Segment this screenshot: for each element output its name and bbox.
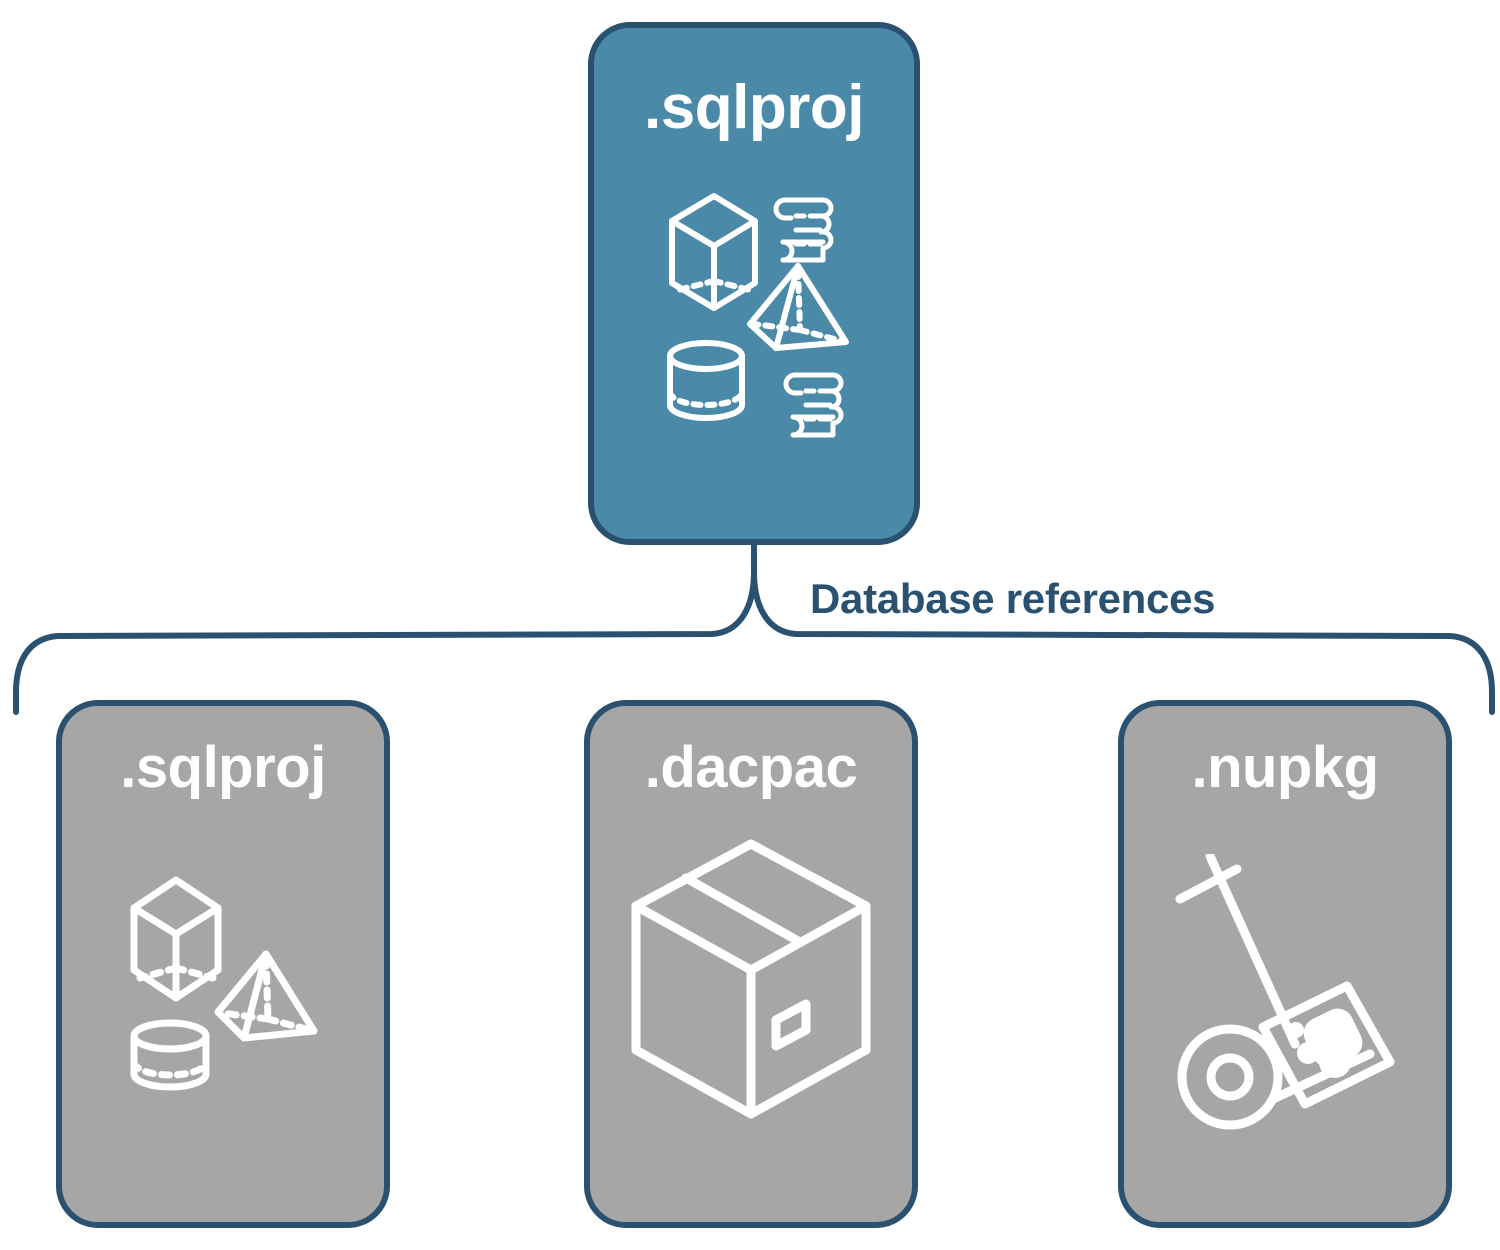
child-card-nupkg-title: .nupkg bbox=[1191, 735, 1379, 800]
child-card-sqlproj-title: .sqlproj bbox=[120, 735, 326, 800]
hand-truck-package-icon bbox=[1155, 851, 1415, 1134]
child-card-nupkg[interactable]: .nupkg bbox=[1118, 700, 1452, 1228]
child-card-dacpac[interactable]: .dacpac bbox=[584, 700, 918, 1228]
bracket-label-database-references: Database references bbox=[810, 575, 1216, 622]
database-objects-icon bbox=[118, 866, 328, 1096]
root-card-title: .sqlproj bbox=[644, 73, 864, 142]
database-objects-and-scripts-icon bbox=[654, 178, 854, 448]
child-card-dacpac-title: .dacpac bbox=[644, 735, 858, 800]
package-box-icon bbox=[626, 834, 876, 1124]
root-card-sqlproj[interactable]: .sqlproj bbox=[588, 22, 920, 545]
child-card-sqlproj[interactable]: .sqlproj bbox=[56, 700, 390, 1228]
